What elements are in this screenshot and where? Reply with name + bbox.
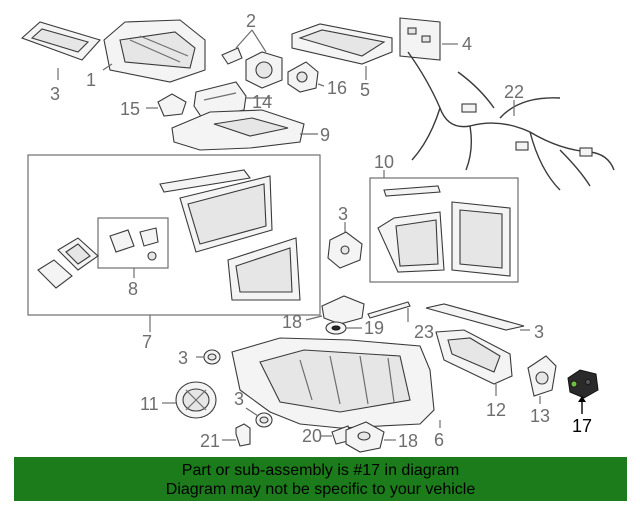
callout-12: 12	[486, 400, 506, 420]
callout-3: 3	[50, 84, 60, 104]
callout-17: 17	[572, 416, 592, 436]
control-module-part	[193, 81, 247, 119]
sub-assembly-box-10	[369, 177, 519, 283]
callout-14: 14	[252, 92, 272, 112]
callout-15: 15	[120, 99, 140, 119]
callout-19: 19	[364, 318, 384, 338]
clip-part	[157, 93, 187, 117]
actuator-part	[221, 47, 283, 89]
hose-part	[235, 423, 251, 447]
drain-tube-part	[367, 301, 411, 319]
seal-part	[37, 237, 99, 289]
callout-3: 3	[534, 322, 544, 342]
callout-3: 3	[178, 348, 188, 368]
sub-assembly-box-7	[27, 154, 321, 316]
callout-16: 16	[327, 78, 347, 98]
seal-strip-part	[425, 303, 525, 331]
callout-18: 18	[282, 312, 302, 332]
callout-7: 7	[142, 332, 152, 352]
callout-3: 3	[338, 204, 348, 224]
callout-17-arrow-icon	[578, 396, 586, 402]
info-banner: Part or sub-assembly is #17 in diagram D…	[14, 457, 627, 501]
callout-9: 9	[320, 125, 330, 145]
cap-part	[255, 412, 273, 428]
callout-21: 21	[200, 431, 220, 451]
callout-3: 3	[234, 389, 244, 409]
expansion-valve-part	[109, 227, 159, 261]
sensor-lower-part	[345, 421, 385, 453]
evaporator-core-part	[159, 169, 301, 301]
hvac-lower-housing-part	[231, 337, 435, 429]
door-actuator-part	[527, 355, 557, 397]
highlighted-actuator-part	[567, 369, 599, 399]
banner-line-1: Part or sub-assembly is #17 in diagram	[181, 462, 460, 479]
hvac-upper-housing-part	[103, 19, 206, 83]
callout-6: 6	[434, 430, 444, 450]
callout-5: 5	[360, 80, 370, 100]
callout-4: 4	[462, 34, 472, 54]
grommet-left-part	[203, 349, 221, 365]
callout-18: 18	[398, 431, 418, 451]
callout-22: 22	[504, 82, 524, 102]
exploded-parts-diagram: 3 1 2 5 4	[20, 11, 615, 453]
callout-1: 1	[86, 70, 96, 90]
banner-line-2: Diagram may not be specific to your vehi…	[165, 481, 476, 498]
callout-10: 10	[374, 152, 394, 172]
wiring-harness-part	[407, 51, 615, 191]
callout-13: 13	[530, 406, 550, 426]
cabin-filter-part	[291, 23, 393, 65]
duct-part	[171, 109, 305, 151]
side-housing-part	[435, 329, 513, 385]
mode-actuator-part	[287, 61, 319, 93]
sub-assembly-box-8	[97, 217, 169, 269]
bracket-part	[399, 17, 441, 61]
heater-core-part	[377, 185, 511, 277]
callout-20: 20	[302, 426, 322, 446]
callout-2: 2	[246, 11, 256, 31]
pad-part	[327, 231, 363, 269]
grommet-part	[325, 321, 347, 335]
gasket-part	[20, 21, 101, 61]
callout-23: 23	[414, 322, 434, 342]
sensor-part	[321, 295, 365, 325]
blower-motor-part	[175, 381, 217, 419]
callout-8: 8	[128, 279, 138, 299]
callout-11: 11	[140, 394, 159, 414]
